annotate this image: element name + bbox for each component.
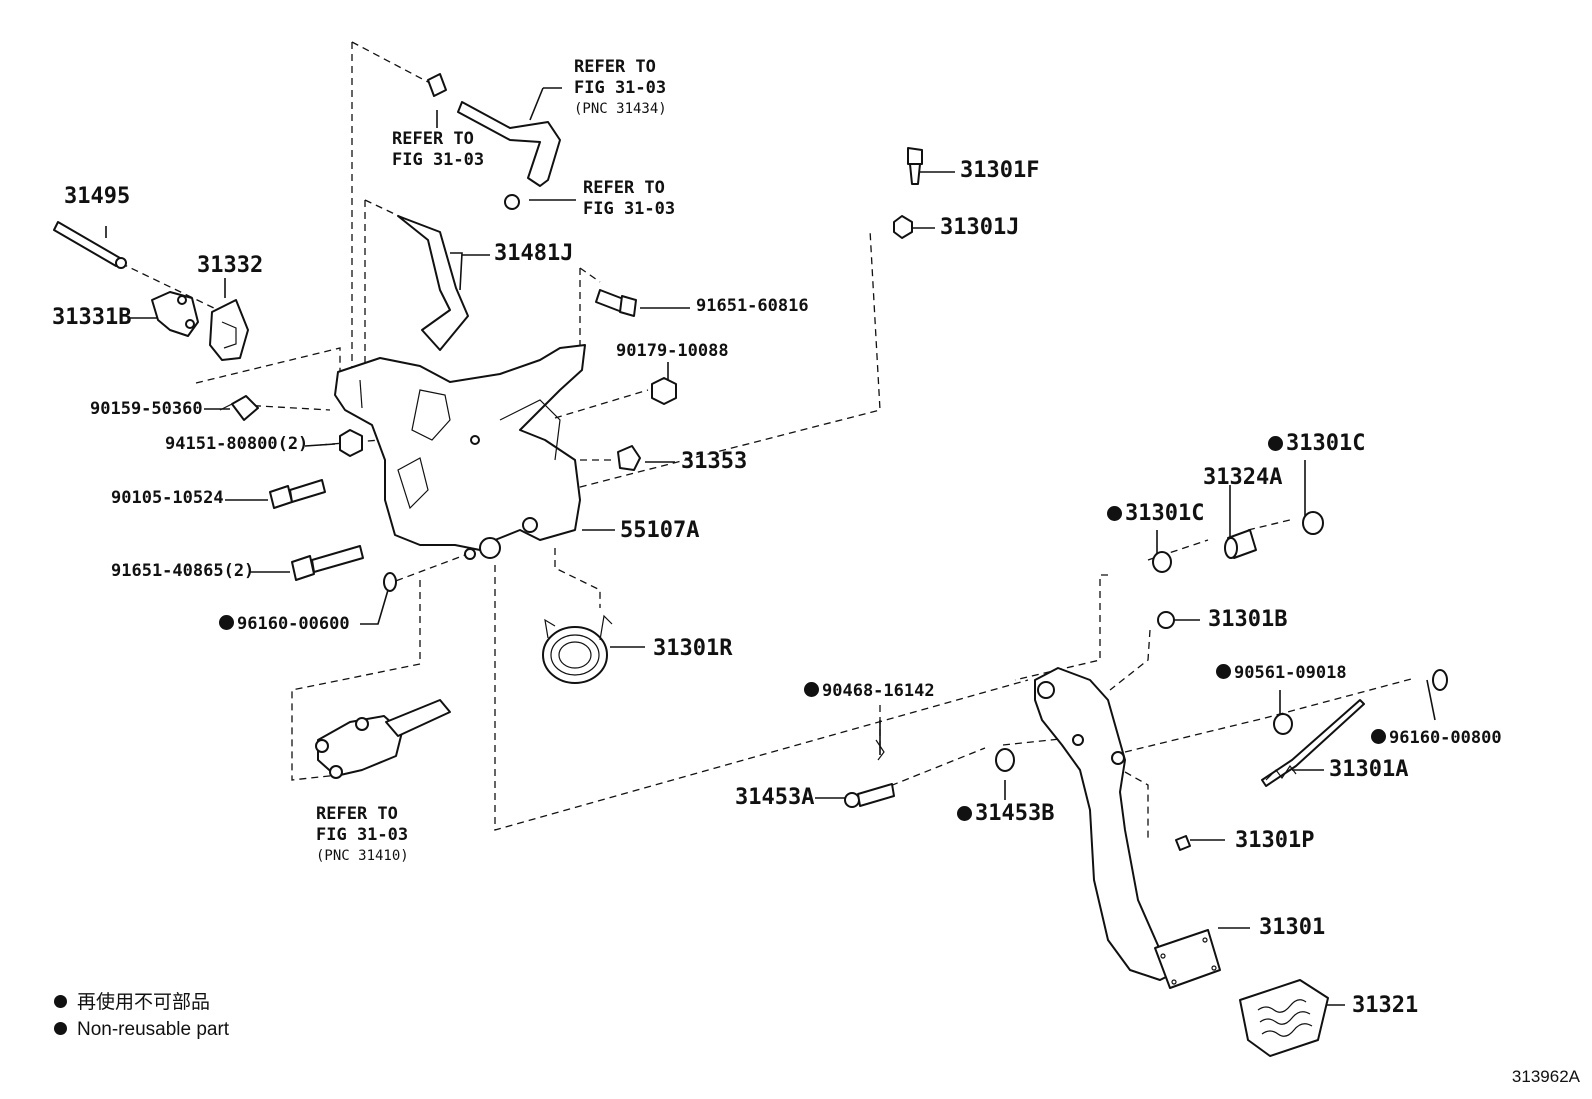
- label-text: 31453B: [975, 801, 1055, 826]
- master-cylinder-drawing: [315, 699, 451, 779]
- clip-31332-drawing: [209, 299, 249, 361]
- clip-96160-00600-drawing: [383, 572, 397, 592]
- label-31453b: 31453B: [957, 803, 1054, 825]
- part-90561-drawing: [1273, 713, 1293, 735]
- label-90468-16142: 90468-16142: [804, 682, 935, 700]
- bracket-31331b-drawing: [151, 291, 199, 337]
- label-96160-00600: 96160-00600: [219, 615, 350, 633]
- non-reusable-dot-icon: [1268, 436, 1283, 451]
- rod-31481j-drawing: [397, 215, 469, 351]
- bolt-90105-drawing: [269, 479, 326, 509]
- label-31301p: 31301P: [1235, 828, 1315, 853]
- nut-94151-drawing: [339, 429, 363, 457]
- legend-text-en: Non-reusable part: [77, 1019, 230, 1040]
- pin-31495-drawing: [53, 221, 127, 269]
- pedal-bracket-55107a-drawing: [334, 344, 586, 560]
- non-reusable-dot-icon: [54, 995, 67, 1008]
- non-reusable-dot-icon: [957, 806, 972, 821]
- label-31495: 31495: [64, 184, 131, 209]
- collar-31324a-drawing: [1224, 529, 1257, 559]
- pedal-pad-31321-drawing: [1239, 979, 1329, 1057]
- label-90179-10088: 90179-10088: [616, 341, 729, 361]
- refer-line1: REFER TO: [392, 129, 474, 149]
- label-91651-40865: 91651-40865(2): [111, 561, 255, 581]
- label-31301f: 31301F: [960, 158, 1040, 183]
- refer-line1: REFER TO: [583, 178, 665, 198]
- label-text: 96160-00800: [1389, 728, 1502, 748]
- clip-31353-drawing: [617, 445, 641, 471]
- label-31481j: 31481J: [494, 241, 574, 266]
- refer-note-pnc-31434: REFER TO FIG 31-03 (PNC 31434): [574, 57, 667, 120]
- part-31301b-drawing: [1157, 611, 1175, 629]
- legend-english: Non-reusable part: [54, 1020, 229, 1039]
- non-reusable-dot-icon: [1371, 729, 1386, 744]
- label-31301b: 31301B: [1208, 607, 1288, 632]
- non-reusable-dot-icon: [804, 682, 819, 697]
- bushing-31301c-drawing: [1152, 511, 1324, 573]
- bolt-91651-40865-drawing: [291, 545, 364, 581]
- label-31301j: 31301J: [940, 215, 1020, 240]
- hose-drawing: [427, 73, 561, 210]
- label-55107a: 55107A: [620, 518, 700, 543]
- screw-90159-drawing: [219, 395, 259, 421]
- label-91651-60816: 91651-60816: [696, 296, 809, 316]
- label-90159-50360: 90159-50360: [90, 399, 203, 419]
- refer-note-clip: REFER TO FIG 31-03: [392, 129, 484, 171]
- spring-rod-31301a-drawing: [1261, 699, 1365, 787]
- refer-line2: FIG 31-03: [583, 199, 676, 219]
- clip-96160-00800-drawing: [1432, 669, 1448, 691]
- label-31301r: 31301R: [653, 636, 733, 661]
- refer-line2: FIG 31-03: [392, 150, 485, 170]
- label-31301a: 31301A: [1329, 757, 1409, 782]
- label-90561-09018: 90561-09018: [1216, 664, 1347, 682]
- label-text: 31301C: [1125, 501, 1205, 526]
- label-text: 31301C: [1286, 431, 1366, 456]
- label-90105-10524: 90105-10524: [111, 488, 224, 508]
- label-31324a: 31324A: [1203, 465, 1283, 490]
- bolt-31453a-drawing: [844, 783, 895, 808]
- clip-31301p-drawing: [1175, 835, 1191, 851]
- nut-90179-drawing: [651, 377, 677, 405]
- nut-31301j-drawing: [893, 215, 913, 239]
- label-31353: 31353: [681, 449, 748, 474]
- spring-31301r-drawing: [542, 614, 613, 684]
- legend-japanese: 再使用不可部品: [54, 993, 210, 1012]
- label-31332: 31332: [197, 253, 264, 278]
- label-31321: 31321: [1352, 993, 1419, 1018]
- label-31301c-left: 31301C: [1107, 503, 1204, 525]
- refer-pnc: (PNC 31410): [316, 848, 409, 864]
- bolt-91651-60816-drawing: [595, 289, 637, 317]
- leader-lines: [105, 87, 1436, 1006]
- label-text: 90561-09018: [1234, 663, 1347, 683]
- refer-line2: FIG 31-03: [316, 825, 409, 845]
- label-94151-80800: 94151-80800(2): [165, 434, 309, 454]
- bolt-31301f-drawing: [907, 147, 923, 185]
- clip-90468-drawing: [875, 739, 885, 761]
- refer-line1: REFER TO: [316, 804, 398, 824]
- legend-text-jp: 再使用不可部品: [77, 992, 211, 1013]
- refer-pnc: (PNC 31434): [574, 101, 667, 117]
- refer-note-pnc-31410: REFER TO FIG 31-03 (PNC 31410): [316, 804, 409, 867]
- non-reusable-dot-icon: [1107, 506, 1122, 521]
- label-text: 90468-16142: [822, 681, 935, 701]
- refer-line1: REFER TO: [574, 57, 656, 77]
- label-text: 96160-00600: [237, 614, 350, 634]
- figure-id: 313962A: [1511, 1067, 1580, 1086]
- bushing-31453b-drawing: [995, 748, 1015, 772]
- non-reusable-dot-icon: [54, 1022, 67, 1035]
- pedal-31301-drawing: [1034, 667, 1221, 989]
- refer-note-hose-clamp: REFER TO FIG 31-03: [583, 178, 675, 220]
- label-31453a: 31453A: [735, 785, 815, 810]
- label-31301c-right: 31301C: [1268, 433, 1365, 455]
- non-reusable-dot-icon: [219, 615, 234, 630]
- label-96160-00800: 96160-00800: [1371, 729, 1502, 747]
- label-31331b: 31331B: [52, 305, 132, 330]
- non-reusable-dot-icon: [1216, 664, 1231, 679]
- refer-line2: FIG 31-03: [574, 78, 667, 98]
- label-31301: 31301: [1259, 915, 1326, 940]
